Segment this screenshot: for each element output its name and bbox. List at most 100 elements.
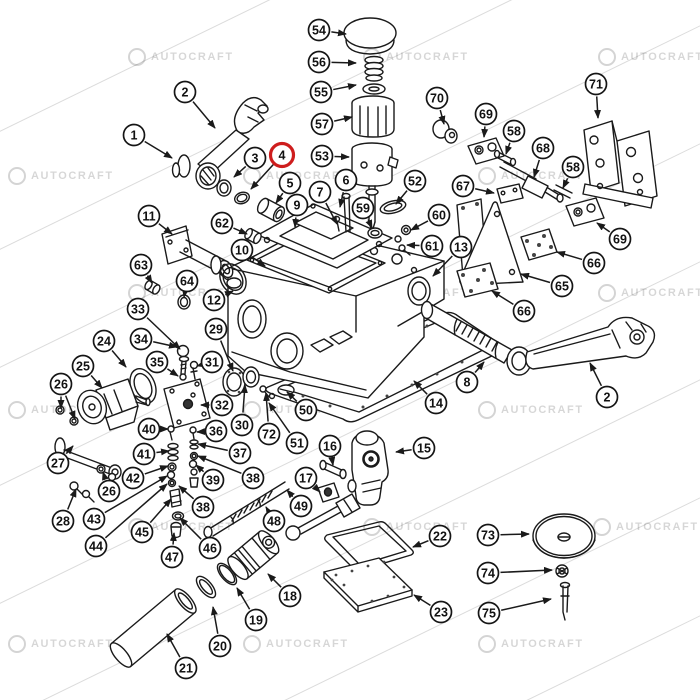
callout-balloon-4-highlighted[interactable]: 4 — [268, 141, 296, 169]
callout-balloon-46[interactable]: 46 — [198, 536, 222, 560]
callout-balloon-13[interactable]: 13 — [449, 235, 473, 259]
callout-balloon-68[interactable]: 68 — [531, 136, 555, 160]
callout-balloon-55[interactable]: 55 — [309, 80, 333, 104]
callout-balloon-43[interactable]: 43 — [82, 507, 106, 531]
callout-balloon-59[interactable]: 59 — [351, 196, 375, 220]
callout-balloon-45[interactable]: 45 — [130, 520, 154, 544]
callout-balloon-16[interactable]: 16 — [318, 434, 342, 458]
callout-balloon-5[interactable]: 5 — [278, 171, 302, 195]
callout-balloon-36[interactable]: 36 — [204, 419, 228, 443]
callout-balloon-53[interactable]: 53 — [310, 144, 334, 168]
svg-text:21: 21 — [179, 661, 193, 675]
leader-arrow — [562, 177, 570, 189]
callout-balloon-30[interactable]: 30 — [230, 413, 254, 437]
callout-balloon-11[interactable]: 11 — [137, 204, 161, 228]
callout-balloon-1[interactable]: 1 — [122, 123, 146, 147]
callout-balloon-38[interactable]: 38 — [191, 495, 215, 519]
callout-balloon-26[interactable]: 26 — [49, 372, 73, 396]
callout-balloon-51[interactable]: 51 — [285, 431, 309, 455]
callout-balloon-7[interactable]: 7 — [308, 180, 332, 204]
callout-balloon-39[interactable]: 39 — [201, 468, 225, 492]
callout-balloon-62[interactable]: 62 — [210, 211, 234, 235]
callout-balloon-10[interactable]: 10 — [230, 238, 254, 262]
callout-balloon-8[interactable]: 8 — [455, 370, 479, 394]
callout-balloon-56[interactable]: 56 — [307, 50, 331, 74]
leader-arrow — [233, 165, 247, 178]
callout-balloon-61[interactable]: 61 — [420, 234, 444, 258]
callout-balloon-65[interactable]: 65 — [550, 274, 574, 298]
callout-balloon-49[interactable]: 49 — [289, 494, 313, 518]
part-cylinder-and-piston — [109, 530, 280, 668]
svg-text:59: 59 — [356, 201, 370, 215]
callout-balloon-2[interactable]: 2 — [595, 385, 619, 409]
callout-balloon-22[interactable]: 22 — [428, 524, 452, 548]
callout-balloon-6[interactable]: 6 — [334, 168, 358, 192]
callout-balloon-35[interactable]: 35 — [145, 350, 169, 374]
callout-balloon-31[interactable]: 31 — [200, 350, 224, 374]
callout-balloon-37[interactable]: 37 — [228, 441, 252, 465]
callout-balloon-25[interactable]: 25 — [71, 354, 95, 378]
callout-balloon-50[interactable]: 50 — [294, 398, 318, 422]
svg-text:27: 27 — [51, 456, 65, 470]
callout-balloon-33[interactable]: 33 — [126, 297, 150, 321]
callout-balloon-48[interactable]: 48 — [262, 509, 286, 533]
callout-balloon-72[interactable]: 72 — [257, 422, 281, 446]
callout-balloon-73[interactable]: 73 — [476, 523, 500, 547]
leader-arrow — [111, 350, 127, 368]
callout-balloon-54[interactable]: 54 — [307, 18, 331, 42]
leader-arrow — [474, 361, 485, 373]
svg-text:11: 11 — [142, 209, 155, 223]
callout-balloon-57[interactable]: 57 — [310, 112, 334, 136]
callout-balloon-58[interactable]: 58 — [502, 119, 526, 143]
svg-text:61: 61 — [425, 239, 439, 253]
callout-balloon-41[interactable]: 41 — [132, 442, 156, 466]
callout-balloon-9[interactable]: 9 — [285, 193, 309, 217]
callout-balloon-24[interactable]: 24 — [92, 329, 116, 353]
callout-balloon-34[interactable]: 34 — [129, 327, 153, 351]
callout-balloon-63[interactable]: 63 — [129, 253, 153, 277]
callout-balloon-15[interactable]: 15 — [412, 436, 436, 460]
leader-arrow — [179, 517, 202, 540]
leader-arrow — [250, 163, 275, 190]
callout-balloon-19[interactable]: 19 — [244, 608, 268, 632]
callout-balloon-75[interactable]: 75 — [477, 601, 501, 625]
leader-arrow — [500, 566, 553, 574]
callout-balloon-21[interactable]: 21 — [174, 656, 198, 680]
callout-balloon-18[interactable]: 18 — [278, 584, 302, 608]
callout-balloon-40[interactable]: 40 — [137, 417, 161, 441]
callout-balloon-58[interactable]: 58 — [561, 155, 585, 179]
callout-balloon-66[interactable]: 66 — [512, 299, 536, 323]
svg-text:10: 10 — [235, 243, 249, 257]
callout-balloon-64[interactable]: 64 — [175, 269, 199, 293]
callout-balloon-69[interactable]: 69 — [608, 227, 632, 251]
callout-balloon-52[interactable]: 52 — [403, 169, 427, 193]
callout-balloon-28[interactable]: 28 — [51, 509, 75, 533]
svg-text:48: 48 — [267, 514, 281, 528]
callout-balloon-29[interactable]: 29 — [204, 317, 228, 341]
callout-balloon-2[interactable]: 2 — [173, 80, 197, 104]
callout-balloon-17[interactable]: 17 — [294, 466, 318, 490]
callout-balloon-74[interactable]: 74 — [476, 561, 500, 585]
callout-balloon-32[interactable]: 32 — [210, 393, 234, 417]
callout-balloon-71[interactable]: 71 — [584, 72, 608, 96]
callout-balloon-27[interactable]: 27 — [46, 451, 70, 475]
callout-balloon-69[interactable]: 69 — [474, 102, 498, 126]
svg-text:7: 7 — [317, 185, 324, 199]
callout-balloon-67[interactable]: 67 — [451, 174, 475, 198]
callout-balloon-26[interactable]: 26 — [97, 479, 121, 503]
callout-balloon-14[interactable]: 14 — [424, 391, 448, 415]
callout-balloon-66[interactable]: 66 — [582, 251, 606, 275]
part-lift-arm-left — [171, 96, 286, 245]
leader-arrow — [365, 219, 373, 229]
callout-balloon-20[interactable]: 20 — [208, 634, 232, 658]
callout-balloon-38[interactable]: 38 — [241, 466, 265, 490]
callout-balloon-47[interactable]: 47 — [160, 545, 184, 569]
callout-balloon-42[interactable]: 42 — [121, 466, 145, 490]
callout-balloon-70[interactable]: 70 — [425, 86, 449, 110]
callout-balloon-23[interactable]: 23 — [429, 600, 453, 624]
callout-balloon-12[interactable]: 12 — [202, 288, 226, 312]
callout-balloon-60[interactable]: 60 — [427, 203, 451, 227]
callout-balloon-3[interactable]: 3 — [243, 146, 267, 170]
svg-text:69: 69 — [479, 107, 493, 121]
callout-balloon-44[interactable]: 44 — [84, 534, 108, 558]
